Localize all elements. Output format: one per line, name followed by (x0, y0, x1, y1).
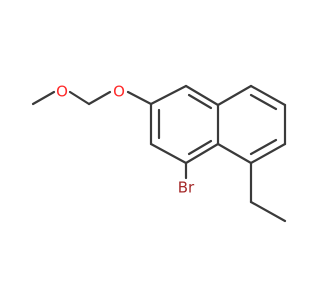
bond-ring-b-5 (216, 142, 253, 165)
bond-ring-b-double-2 (249, 138, 278, 156)
methoxy-oxygen-atom: O (56, 83, 68, 101)
bond-ethyl-ch2-to-ch3 (249, 200, 287, 223)
bond-ring-b-1 (216, 84, 253, 107)
bromine-label: Br (178, 179, 195, 197)
bond-c-to-ring-oxygen (126, 90, 153, 106)
bromine-atom: Br (178, 179, 195, 197)
bond-ring-b-2 (249, 84, 287, 107)
bond-ring-a-double-2 (187, 139, 213, 156)
molecule-drawing: O O Br (31, 83, 287, 223)
bond-ring-a-1 (149, 84, 188, 106)
ring-oxygen-label: O (113, 83, 125, 101)
bond-ring-a-4 (184, 142, 220, 165)
bond-ring-a-5 (149, 142, 188, 165)
methoxy-oxygen-label: O (56, 83, 68, 101)
bond-ring-a-double-1 (187, 93, 213, 110)
structure-canvas: O O Br (31, 83, 287, 223)
bond-ring-oxygen-to-ch2 (87, 90, 112, 106)
bond-ring-a-2 (184, 84, 220, 107)
bond-ring-b-4 (249, 142, 287, 165)
bond-ch2-to-methoxy-oxygen (68, 90, 91, 106)
bond-ring-b-double-1 (249, 93, 278, 111)
bond-methoxy-oxygen-to-ch3 (31, 90, 56, 106)
ring-oxygen-atom: O (113, 83, 125, 101)
